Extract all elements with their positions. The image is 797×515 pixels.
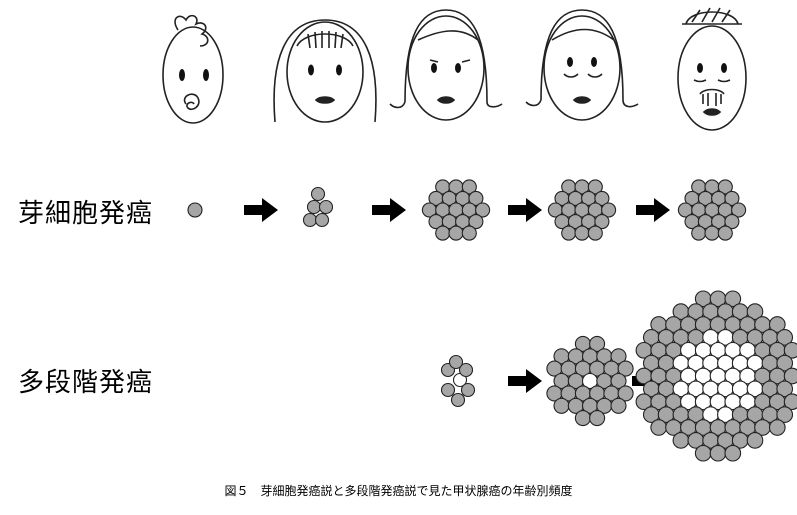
cell <box>610 397 627 414</box>
cell <box>617 385 634 402</box>
cell <box>601 202 617 218</box>
face-girl <box>273 19 377 123</box>
cell <box>435 225 451 241</box>
cell <box>776 329 794 346</box>
cell <box>768 316 786 333</box>
cluster-c <box>677 179 747 241</box>
cell <box>783 367 797 385</box>
arrow-icon <box>244 198 278 222</box>
cell <box>302 212 318 228</box>
cell <box>314 212 330 228</box>
cluster-mixed-mid <box>546 335 634 427</box>
cell <box>724 290 742 308</box>
cell <box>724 444 742 462</box>
age-faces <box>162 7 747 131</box>
cell <box>440 382 456 398</box>
face-woman-older <box>525 9 639 121</box>
small-cluster <box>302 186 334 228</box>
cell <box>594 214 610 230</box>
cell <box>574 410 591 427</box>
cell <box>468 190 484 206</box>
cell <box>783 341 797 359</box>
cell <box>610 372 627 390</box>
cell <box>783 393 797 411</box>
cell <box>318 199 334 215</box>
cell <box>731 202 747 218</box>
face-woman <box>389 9 503 121</box>
cell <box>672 432 690 449</box>
cell <box>746 432 764 449</box>
cell <box>594 190 610 206</box>
cell <box>589 410 606 427</box>
cell <box>448 225 464 241</box>
cell <box>460 382 476 398</box>
cell <box>724 190 740 206</box>
cell <box>776 380 794 398</box>
single-cell <box>187 202 203 218</box>
cell <box>776 354 794 372</box>
cell <box>468 214 484 230</box>
cell <box>694 444 712 462</box>
cell <box>310 186 326 202</box>
cell <box>458 362 474 378</box>
figure-caption: 図５ 芽細胞発癌説と多段階発癌説で見た甲状腺癌の年齢別頻度 <box>224 484 573 498</box>
face-baby <box>162 14 224 124</box>
cell <box>461 225 477 241</box>
row-label-sprout: 芽細胞発癌 <box>18 199 154 229</box>
cell <box>704 225 720 241</box>
arrow-icon <box>508 369 542 393</box>
cell <box>475 202 491 218</box>
face-elderly <box>677 7 747 131</box>
cell <box>448 354 464 370</box>
cell <box>450 392 466 408</box>
cell <box>306 199 322 215</box>
cell <box>610 348 627 365</box>
cell <box>746 303 764 320</box>
cell <box>724 214 740 230</box>
cell <box>617 360 634 377</box>
cell <box>553 397 570 414</box>
cell <box>589 335 606 352</box>
cell <box>717 179 733 195</box>
cell <box>461 179 477 195</box>
cell <box>587 225 603 241</box>
cell-clusters <box>187 179 797 462</box>
arrow-icon <box>636 198 670 222</box>
row-label-multistage: 多段階発癌 <box>18 368 154 398</box>
cell <box>691 225 707 241</box>
cell <box>776 406 794 423</box>
arrow-icon <box>508 198 542 222</box>
cluster-b <box>547 179 617 241</box>
cluster-a <box>421 179 491 241</box>
cell <box>768 419 786 436</box>
cell <box>709 444 727 462</box>
arrow-icon <box>372 198 406 222</box>
small-cluster-mixed <box>440 354 476 408</box>
cell <box>561 225 577 241</box>
cell <box>574 225 590 241</box>
cell <box>650 419 668 436</box>
diagram-canvas <box>162 7 797 462</box>
cluster-mixed-large <box>635 290 797 462</box>
cell <box>717 225 733 241</box>
cell <box>587 179 603 195</box>
